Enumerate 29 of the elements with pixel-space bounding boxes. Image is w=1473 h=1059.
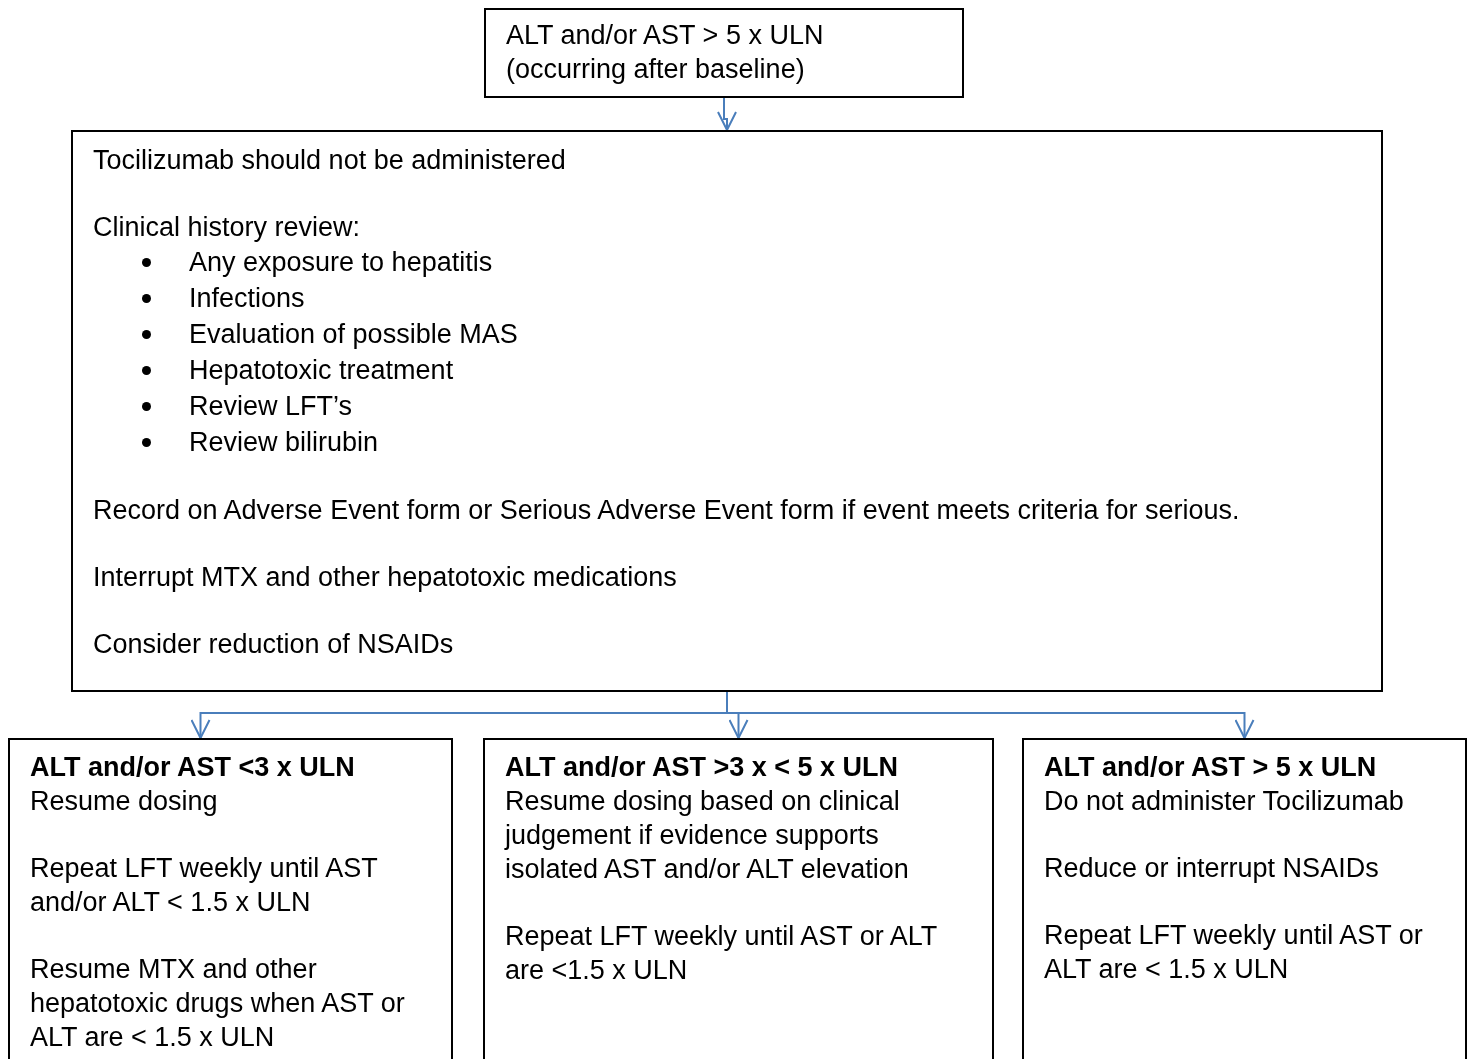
bullet-item: Infections [93,280,1361,316]
box-text: Do not administer Tocilizumab [1044,785,1405,818]
arrow [717,97,737,131]
process-box [1022,738,1467,1059]
box-text: ALT and/or AST > 5 x ULN (occurring after baseline) [506,19,825,86]
box-text: Resume dosing based on clinical judgement if evidence supports isolated AST and/or ALT elevation [505,785,910,886]
process-box [8,738,453,1059]
box-text: Interrupt MTX and other hepatotoxic medications [93,561,678,594]
process-box [71,130,1383,692]
bullet-item: Review bilirubin [93,424,1361,460]
box-heading: ALT and/or AST >3 x < 5 x ULN [505,751,900,784]
bullet-item: Any exposure to hepatitis [93,244,1361,280]
box-text: Tocilizumab should not be administered [93,144,567,177]
box-heading: ALT and/or AST > 5 x ULN [1044,751,1378,784]
bullet-item: Review LFT’s [93,388,1361,424]
box-text: Resume MTX and other hepatotoxic drugs when AST or ALT are < 1.5 x ULN [30,953,406,1054]
box-text: Repeat LFT weekly until AST or ALT are <1.5 x ULN [505,920,938,987]
box-text: Clinical history review: [93,211,362,244]
box-text: Record on Adverse Event form or Serious Adverse Event form if event meets criteria for serious. [93,494,1241,527]
box-text: Consider reduction of NSAIDs [93,628,455,661]
box-text: Resume dosing [30,785,219,818]
box-text: Reduce or interrupt NSAIDs [1044,852,1380,885]
bullet-item: Evaluation of possible MAS [93,316,1361,352]
bullet-item: Hepatotoxic treatment [93,352,1361,388]
box-heading: ALT and/or AST <3 x ULN [30,751,356,784]
process-box [484,8,964,98]
process-box [483,738,994,1059]
box-text: Repeat LFT weekly until AST and/or ALT < 1.5 x ULN [30,852,379,919]
box-text: Repeat LFT weekly until AST or ALT are < 1.5 x ULN [1044,919,1424,986]
